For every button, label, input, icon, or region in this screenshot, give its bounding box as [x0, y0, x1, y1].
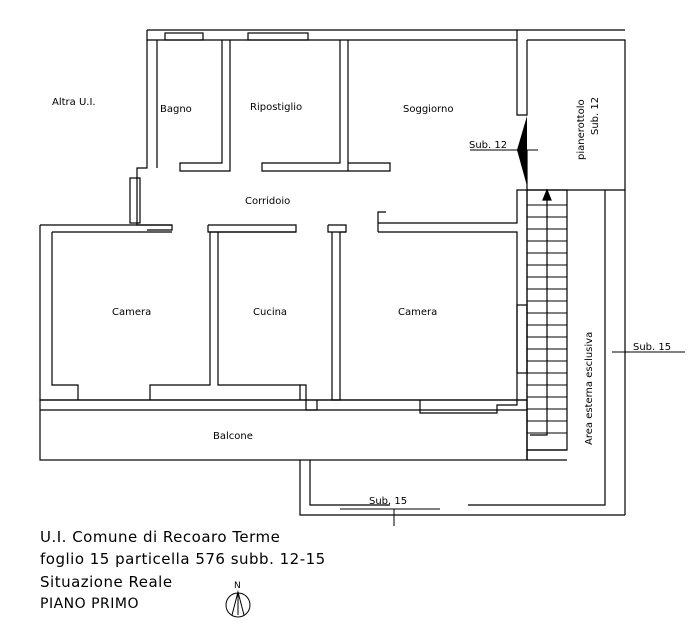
caption-line-3: Situazione Reale [40, 573, 173, 591]
camera-left-label: Camera [112, 307, 151, 318]
soggiorno-label: Soggiorno [403, 104, 453, 115]
corridoio-label: Corridoio [245, 196, 290, 207]
altra-ui-label: Altra U.I. [52, 97, 96, 108]
bagno-label: Bagno [160, 104, 192, 115]
north-label: N [234, 581, 241, 591]
north-arrow-icon [225, 590, 251, 618]
pianerottolo-label: pianerottolo [576, 99, 587, 160]
sub15-bottom-label: Sub. 15 [369, 496, 407, 507]
area-esterna-label: Area esterna esclusiva [584, 332, 595, 445]
balcone-label: Balcone [213, 431, 253, 442]
camera-right-label: Camera [398, 307, 437, 318]
sub15-right-label: Sub. 15 [633, 342, 671, 353]
sub12-door-label: Sub. 12 [469, 140, 507, 151]
caption-line-1: U.I. Comune di Recoaro Terme [40, 528, 281, 546]
caption-line-2: foglio 15 particella 576 subb. 12-15 [40, 550, 326, 568]
sub12-stair-label: Sub. 12 [590, 97, 601, 135]
ripostiglio-label: Ripostiglio [250, 102, 302, 113]
walls [39, 29, 685, 526]
caption-line-4: PIANO PRIMO [40, 596, 139, 612]
cucina-label: Cucina [253, 307, 287, 318]
